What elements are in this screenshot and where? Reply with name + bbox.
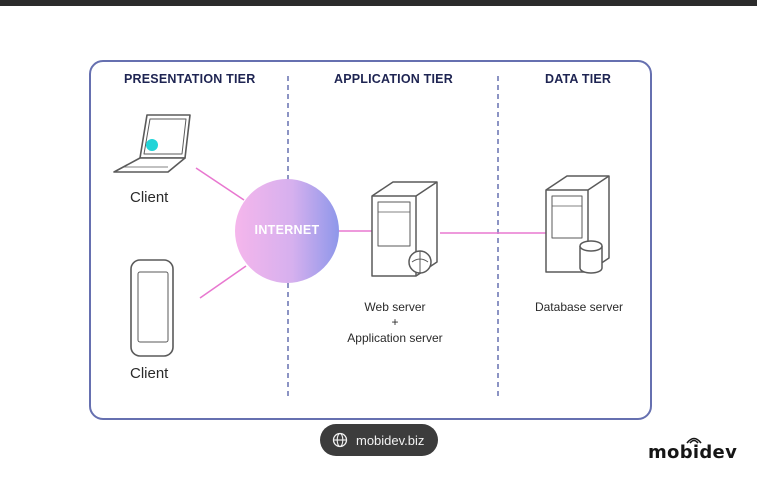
laptop-client-label: Client [130, 189, 169, 206]
top-bar [0, 0, 757, 6]
database-server-label: Database server [534, 300, 624, 314]
web-server-label: Web server [364, 300, 426, 314]
globe-icon [332, 432, 348, 448]
phone-client-label: Client [130, 365, 169, 382]
brand-logo: mobidev [648, 436, 738, 464]
data-tier-title: DATA TIER [545, 72, 612, 86]
app-server-icon [371, 181, 438, 277]
signal-icon [686, 437, 702, 444]
source-link-text: mobidev.biz [356, 432, 425, 448]
diagram-frame [89, 60, 652, 420]
connector-laptop-internet [195, 167, 245, 201]
application-tier-title: APPLICATION TIER [334, 72, 453, 86]
internet-label: INTERNET [254, 223, 320, 237]
presentation-tier-title: PRESENTATION TIER [124, 72, 256, 86]
brand-text: mobidev [648, 442, 738, 463]
connector-phone-internet [199, 265, 247, 299]
source-link-pill[interactable]: mobidev.biz [320, 424, 438, 456]
plus-label: + [391, 315, 399, 329]
application-server-label: Application server [347, 331, 443, 345]
database-server-icon [545, 175, 610, 274]
internet-circle [235, 179, 339, 283]
laptop-icon [113, 114, 191, 173]
phone-icon [130, 259, 174, 357]
